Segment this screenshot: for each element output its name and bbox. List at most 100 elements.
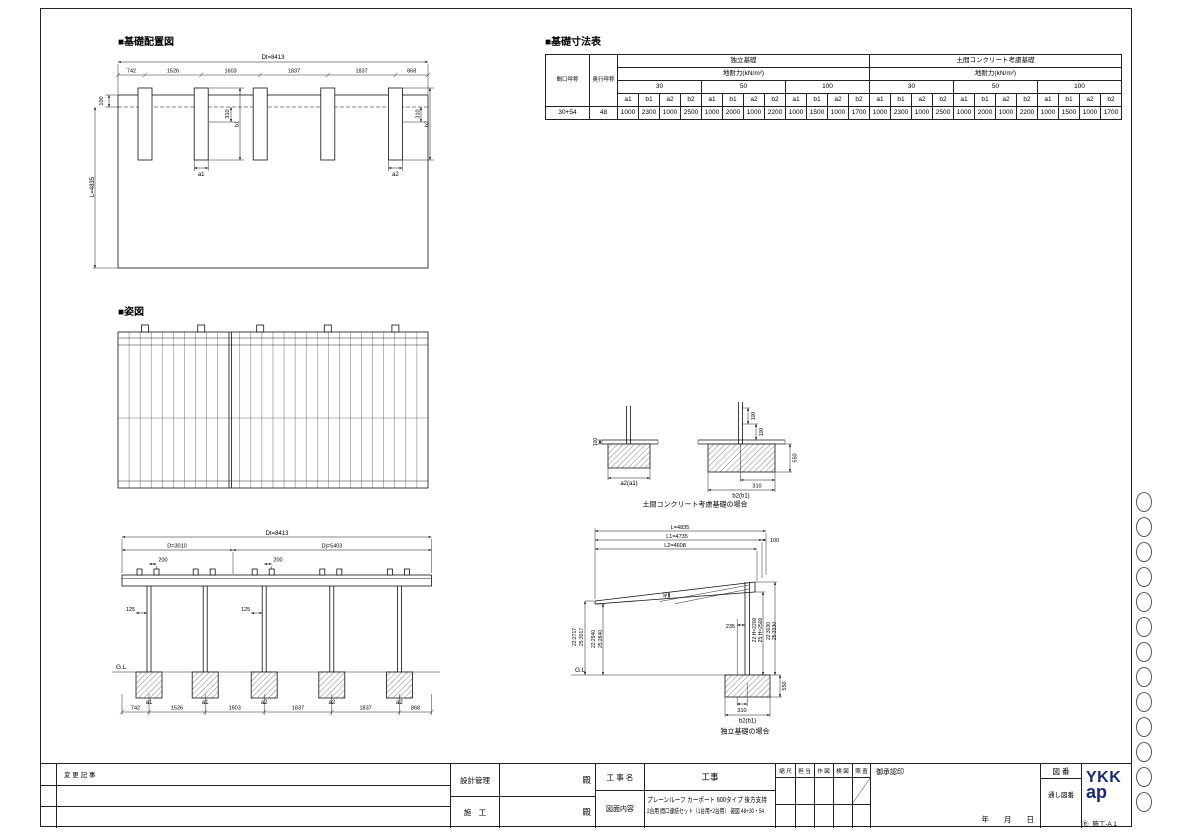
dim-label: L=4835: [90, 176, 96, 197]
dim-label: 25:3330: [772, 622, 778, 640]
dim-table-cell: b1: [722, 93, 744, 107]
dim-table-cell: b2: [1016, 93, 1038, 107]
drawing-content: プレーンルーフ カーポート 600タイプ 後方支持 2台用 間口連結セット（1台…: [647, 795, 776, 817]
dim-label: 25:2840: [598, 630, 604, 648]
dim-table-cell: a1: [617, 93, 639, 107]
sheet-code: Ⓡ 施工-A 1: [1082, 818, 1117, 828]
dim-label: b1: [235, 121, 241, 127]
dim-label: 1837: [288, 69, 300, 75]
binder-hole: [1136, 592, 1152, 612]
dim-label: 310: [737, 708, 746, 714]
dim-table-cell: a2: [1079, 93, 1101, 107]
dim-label: 100: [593, 438, 599, 447]
binder-hole: [1136, 692, 1152, 712]
binder-holes: [1136, 492, 1152, 817]
dim-table-cell: b2: [764, 93, 786, 107]
binder-hole: [1136, 667, 1152, 687]
dim-label: 100: [751, 412, 757, 421]
dim-label: 235: [726, 624, 735, 630]
tb-changes-section: 変 更 記 事: [40, 764, 450, 828]
dim-label: 868: [411, 706, 420, 712]
dim-label: b2(b1): [739, 719, 756, 725]
dim-label: L1=4735: [666, 534, 688, 540]
detail-caption: 土間コンクリート考慮基礎の場合: [643, 500, 748, 509]
approval-label: 御承認印: [876, 769, 904, 776]
dim-label: b2(b1): [732, 494, 749, 500]
dim-table-cell: 1000: [1037, 106, 1059, 120]
dim-table-cell: 30: [869, 80, 954, 94]
dim-table-cell: 2300: [638, 106, 660, 120]
detail-lines: [597, 402, 792, 492]
dim-label: 742: [131, 706, 140, 712]
drawing-content-label: 図面内容: [606, 806, 634, 813]
dim-table-cell: a1: [869, 93, 891, 107]
dim-table-cell: b2: [932, 93, 954, 107]
foundation-label: a2: [328, 700, 335, 706]
registered-mark: Ⓡ: [1082, 821, 1089, 828]
drawing-content-line2: 2台用 間口連結セット（1台用+2台用） 姿図 48+30・54: [647, 808, 765, 815]
ground-line-label: G.L: [575, 667, 586, 674]
dim-label: 1526: [167, 69, 179, 75]
tb-stamp-columns: 縮 尺 担 当 作 図 検 図 照 査: [775, 764, 872, 828]
dim-table-cell: b1: [806, 93, 828, 107]
front-elevation-drawing: Dt=8413 D=3010 Dj=5403 200 200 125 125 G…: [112, 531, 440, 715]
dim-label: 25:3017: [579, 628, 585, 646]
changes-label: 変 更 記 事: [64, 772, 96, 779]
sugata-heading: ■姿図: [118, 307, 145, 318]
stamp-col-label: 作 図: [817, 768, 830, 775]
dim-label: 100: [759, 428, 765, 437]
ground-line-label: G.L: [116, 664, 127, 671]
dim-table-cell: 1500: [1058, 106, 1080, 120]
dim-table-cell: a1: [1037, 93, 1059, 107]
dim-table-cell: 2000: [722, 106, 744, 120]
dim-table-cell: a2: [911, 93, 933, 107]
side-caption: 独立基礎の場合: [721, 727, 770, 736]
dim-table-cell: 1000: [911, 106, 933, 120]
dim-table-cell: 1000: [617, 106, 639, 120]
dim-label: 200: [273, 558, 282, 564]
dim-label: 310: [752, 484, 761, 490]
foundation-dim-table: 間口呼称奥行呼称独立基礎土間コンクリート考慮基礎地耐力(kN/m²)地耐力(kN…: [545, 54, 1122, 120]
stamp-col-label: 担 当: [798, 768, 811, 775]
dim-label: 868: [407, 69, 416, 75]
dim-table-cell: 2500: [680, 106, 702, 120]
binder-hole: [1136, 742, 1152, 762]
dim-table-cell: 1700: [848, 106, 870, 120]
dim-label: 100: [99, 96, 105, 105]
dim-table-cell: 1700: [1100, 106, 1122, 120]
dim-table-cell: 1000: [1079, 106, 1101, 120]
dim-label: Dj=5403: [322, 544, 343, 550]
front-elevation-posts: [119, 568, 434, 715]
dim-table-cell: 2000: [974, 106, 996, 120]
dim-table-cell: b2: [1100, 93, 1122, 107]
design-client-honorific: 殿: [582, 775, 591, 785]
foundation-label: a1: [202, 700, 209, 706]
dim-label: a2(a1): [620, 481, 637, 487]
dim-table-cell: 2300: [890, 106, 912, 120]
dim-table-cell: 2200: [764, 106, 786, 120]
dim-table-cell: 1000: [743, 106, 765, 120]
foundation-label: a1: [146, 700, 153, 706]
dim-label: 100: [770, 538, 779, 544]
dim-label: b2: [425, 121, 431, 127]
foundation-label: a2: [396, 700, 403, 706]
doc-code: 施工-A 1: [1092, 821, 1117, 828]
title-block: 変 更 記 事 設計管理 施 工 殿 殿 工 事 名 工事 図面内容 プレーンル…: [40, 763, 1132, 828]
dim-table-cell: 48: [589, 106, 618, 120]
roof-top-view-drawing: [117, 324, 429, 489]
binder-hole: [1136, 492, 1152, 512]
drawing-content-line1: プレーンルーフ カーポート 600タイプ 後方支持: [647, 797, 767, 804]
tb-approval-section: 御承認印 年 月 日: [870, 764, 1040, 828]
stamp-col-label: 検 図: [836, 768, 849, 775]
dim-label: D=3010: [167, 544, 186, 550]
binder-hole: [1136, 642, 1152, 662]
tb-design-section: 設計管理 施 工 殿 殿: [450, 764, 596, 828]
dim-table-cell: 地耐力(kN/m²): [869, 67, 1122, 81]
dim-table-cell: a1: [953, 93, 975, 107]
tb-number-section: 図 番 通し図番 YKK ap: [1040, 764, 1132, 828]
dim-table-cell: 100: [785, 80, 870, 94]
dim-label: 310: [225, 109, 231, 118]
dim-label: 310: [416, 109, 422, 118]
sheet-frame: [40, 8, 1132, 827]
